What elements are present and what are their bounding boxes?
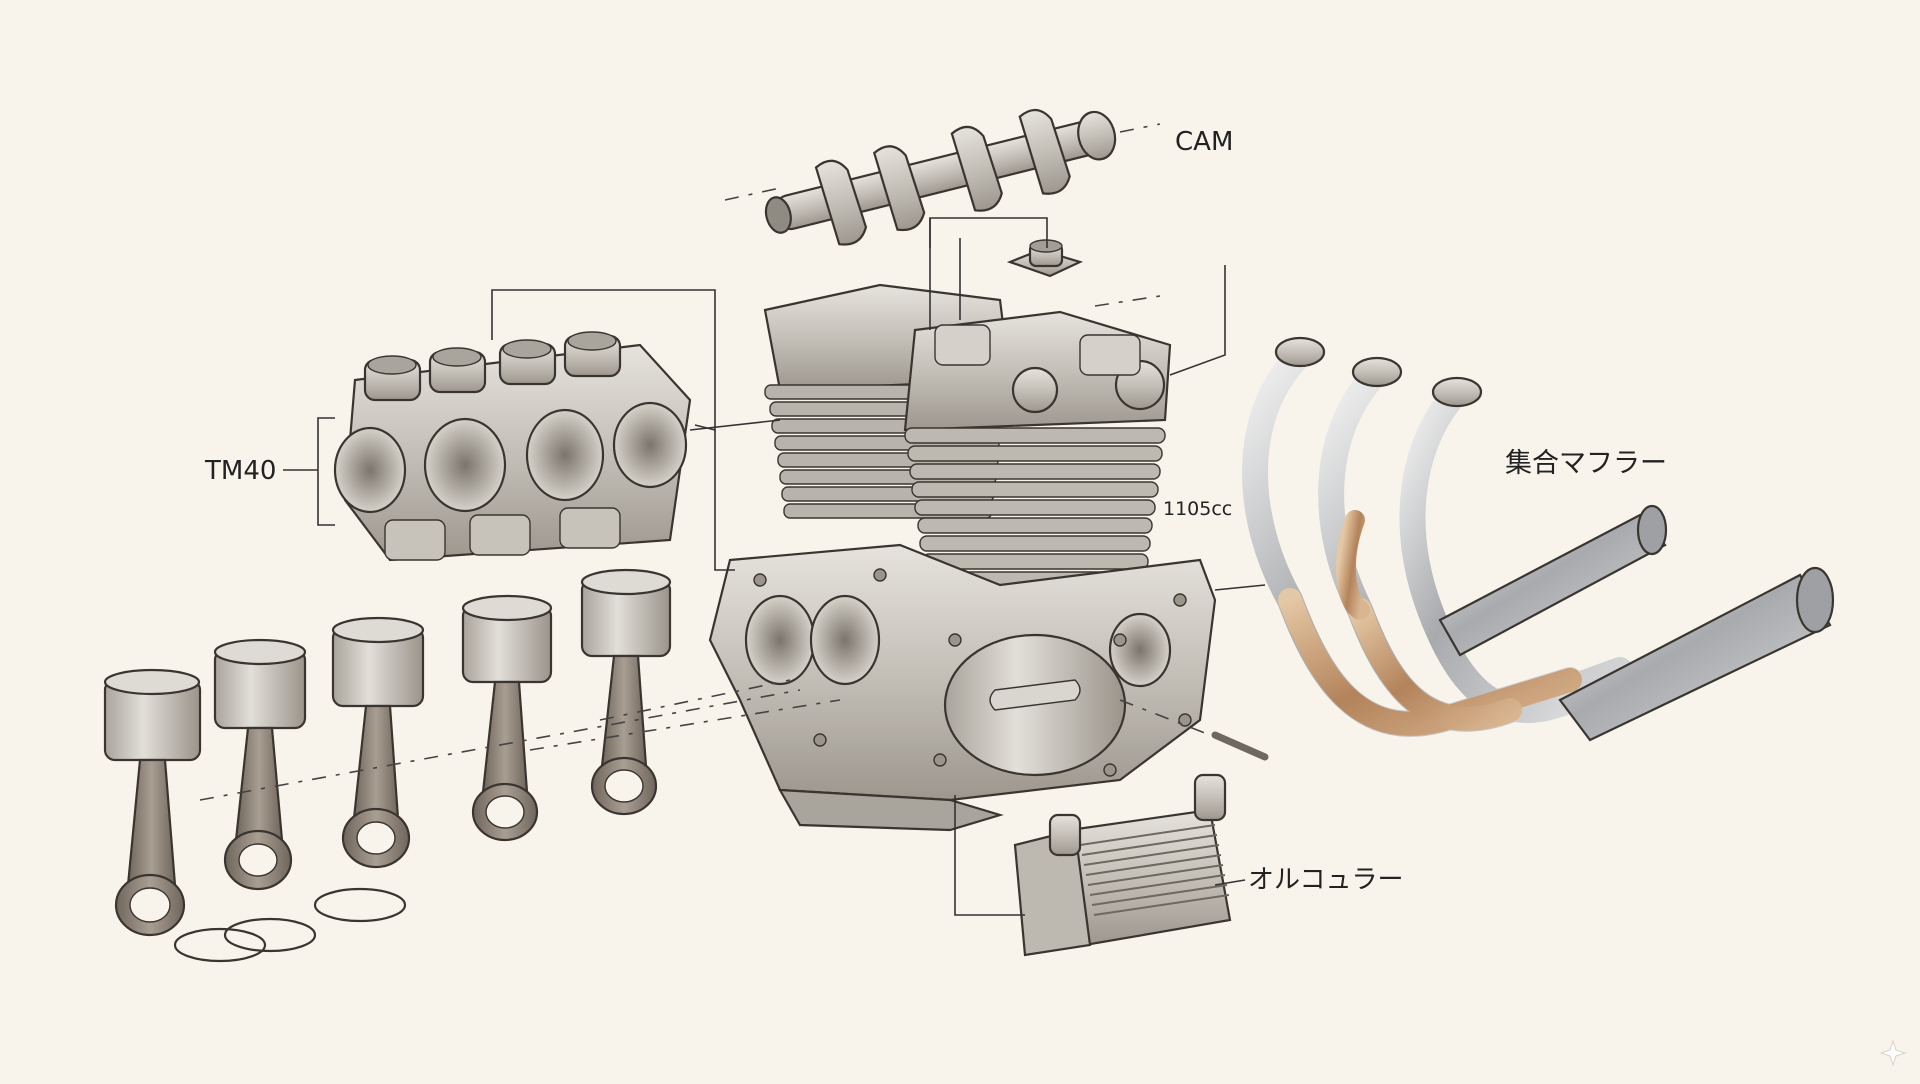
piston-icon: [461, 594, 553, 842]
carb-label: TM40: [204, 456, 276, 486]
bolt-pin: [1119, 699, 1269, 761]
carburetor-icon: [333, 331, 692, 562]
sparkle-icon: [1879, 1039, 1907, 1067]
valve-bushing: [1006, 239, 1084, 278]
cooler-label: オルコュラー: [1248, 865, 1403, 895]
piston-icon: [580, 568, 672, 816]
engine-block-icon: [708, 283, 1217, 832]
camshaft: CAM: [724, 108, 1233, 246]
displacement-label: 1105cc: [1163, 498, 1232, 520]
camshaft-icon: [764, 108, 1117, 246]
carburetor-bank: TM40: [204, 289, 781, 571]
piston-icon: [331, 616, 425, 869]
oil-cooler-icon: [1013, 773, 1232, 957]
oil-cooler: オルコュラー: [954, 773, 1403, 957]
piston-rings: [173, 887, 407, 963]
engine-block: 1105cc: [708, 283, 1232, 832]
piston-icon: [213, 638, 307, 891]
muffler-label: 集合マフラー: [1505, 448, 1667, 479]
cam-label: CAM: [1175, 127, 1233, 157]
piston-icon: [103, 668, 202, 937]
piston-set: [103, 568, 841, 963]
exhaust-icon: [1242, 336, 1835, 742]
exhaust-system: 集合マフラー: [1242, 336, 1835, 742]
